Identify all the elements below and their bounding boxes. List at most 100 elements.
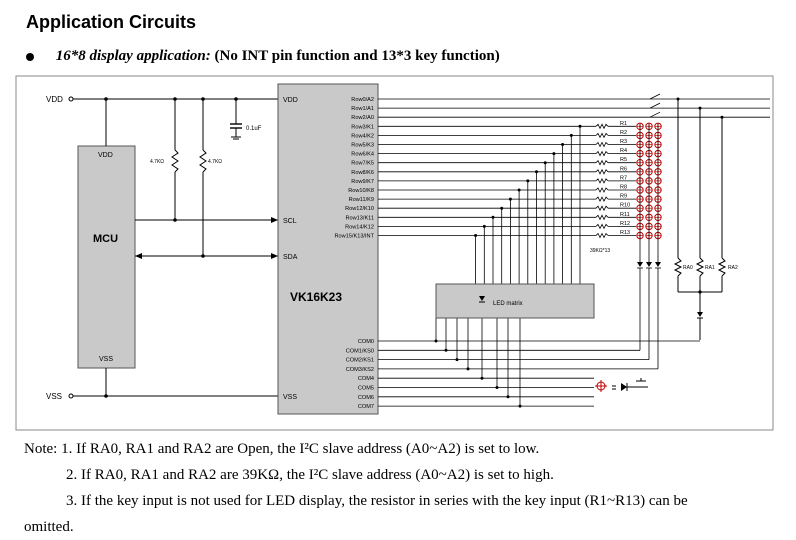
vdd-net-label: VDD xyxy=(46,95,63,104)
chip-vdd-pin: VDD xyxy=(283,97,298,104)
chip-sda-pin: SDA xyxy=(283,254,298,261)
note-3-continued: omitted. xyxy=(24,519,74,535)
com-pin-label: COM5 xyxy=(358,386,374,392)
subtitle-prefix: 16*8 display application: xyxy=(55,48,211,64)
junction-dot xyxy=(482,224,486,228)
junction-dot xyxy=(508,197,512,201)
key-resistor-label: R13 xyxy=(620,230,630,236)
row-pin-label: Row10/K8 xyxy=(348,188,374,194)
mcu-vss-pin: VSS xyxy=(99,356,113,363)
note-2: 2. If RA0, RA1 and RA2 are 39KΩ, the I²C… xyxy=(66,467,554,483)
key-resistor xyxy=(595,141,609,148)
bullet-icon xyxy=(26,52,34,61)
junction-dot xyxy=(474,234,478,237)
ks-diode-icon xyxy=(637,262,643,267)
key-resistor-label: R11 xyxy=(620,212,630,218)
junction-dot xyxy=(173,97,177,101)
junction-dot xyxy=(526,179,530,183)
key-resistor-label: R6 xyxy=(620,166,627,172)
vk16k23-chip xyxy=(277,83,379,415)
com-pin-label: COM7 xyxy=(358,404,374,410)
led-matrix-label: LED matrix xyxy=(493,301,523,307)
junction-dot xyxy=(518,404,522,408)
row-pin-label: Row0/A2 xyxy=(351,97,374,103)
junction-dot xyxy=(201,97,205,101)
junction-dot xyxy=(561,143,565,146)
com-pin-label: COM1/KS0 xyxy=(346,348,374,354)
com-pin-label: COM0 xyxy=(358,339,374,345)
pullup-resistor-sda xyxy=(199,149,207,173)
note-1: Note: 1. If RA0, RA1 and RA2 are Open, t… xyxy=(24,441,540,457)
row-pin-label: Row2/A0 xyxy=(351,115,374,121)
row-pin-label: Row9/K7 xyxy=(351,179,374,185)
junction-dot xyxy=(552,152,556,156)
mcu-vdd-pin: VDD xyxy=(98,152,113,159)
pullup-resistor-scl xyxy=(171,149,179,173)
junction-dot xyxy=(234,97,238,101)
sda-arrow-right-icon xyxy=(271,253,278,259)
junction-dot xyxy=(480,376,484,380)
chip-vss-pin: VSS xyxy=(283,394,297,401)
key-resistor-label: R8 xyxy=(620,185,627,191)
key-resistor-label: R1 xyxy=(620,121,627,127)
row-pin-label: Row3/K1 xyxy=(351,124,374,130)
junction-dot xyxy=(569,133,573,137)
row-pin-label: Row13/K11 xyxy=(345,215,374,221)
key-resistor xyxy=(595,205,609,212)
junction-dot xyxy=(491,215,495,219)
row-pin-label: Row12/K10 xyxy=(345,206,374,212)
key-resistor-label: R7 xyxy=(620,175,627,181)
key-resistor xyxy=(595,232,609,239)
chip-row-pins: Row0/A2Row1/A1Row2/A0Row3/K1Row4/K2Row5/… xyxy=(335,93,770,240)
resistor-array-label: 39KΩ*13 xyxy=(590,248,610,254)
row-pin-label: Row7/K5 xyxy=(351,161,374,167)
row-pin-label: Row8/K6 xyxy=(351,170,374,176)
chip-name: VK16K23 xyxy=(290,290,342,304)
junction-dot xyxy=(104,394,108,398)
pullup-label-1: 4.7KΩ xyxy=(150,159,164,165)
row-pin-label: Row11/K9 xyxy=(349,197,374,203)
row-pin-label: Row1/A1 xyxy=(351,106,374,112)
junction-dot xyxy=(578,124,582,128)
vss-terminal xyxy=(68,393,74,399)
note-3: 3. If the key input is not used for LED … xyxy=(66,493,688,509)
junction-dot xyxy=(506,395,510,399)
com-pin-label: COM4 xyxy=(358,376,374,382)
row-pin-label: Row4/K2 xyxy=(351,133,374,139)
com-pin-label: COM6 xyxy=(358,395,374,401)
key-resistor-label: R10 xyxy=(620,203,630,209)
legend-diode-icon xyxy=(621,383,627,391)
key-resistor xyxy=(595,214,609,221)
junction-dot xyxy=(543,161,547,165)
key-resistor xyxy=(595,132,609,139)
key-resistor xyxy=(595,223,609,230)
pullup-label-2: 4.7KΩ xyxy=(208,159,222,165)
com-pin-label: COM3/KS2 xyxy=(346,367,374,373)
junction-dot xyxy=(455,358,459,362)
junction-dot xyxy=(173,218,177,222)
junction-dot xyxy=(517,188,521,192)
cap-label: 0.1uF xyxy=(246,126,262,132)
led-matrix-block xyxy=(435,283,595,319)
key-resistor-label: R4 xyxy=(620,148,627,154)
key-resistor-label: R3 xyxy=(620,139,627,145)
chip-com-pins: COM0COM1/KS0COM2/KS1COM3/KS2COM4COM5COM6… xyxy=(346,318,700,410)
vdd-terminal xyxy=(68,96,74,102)
vss-net-label: VSS xyxy=(46,392,62,401)
address-resistors: RA0 RA1 RA2 xyxy=(673,99,738,340)
junction-dot xyxy=(444,348,448,352)
key-resistor xyxy=(595,150,609,157)
mcu-block xyxy=(77,145,136,369)
switch-icon xyxy=(649,93,661,100)
chip-scl-pin: SCL xyxy=(283,218,297,225)
key-resistor xyxy=(595,123,609,130)
switch-icon xyxy=(649,102,661,109)
junction-dot xyxy=(104,97,108,101)
subtitle-detail: (No INT pin function and 13*3 key functi… xyxy=(214,48,500,64)
junction-dot xyxy=(495,386,499,389)
ra0-resistor xyxy=(673,257,683,277)
ks-diode-icon xyxy=(646,262,652,267)
row-pin-label: Row15/K13/INT xyxy=(335,234,375,240)
junction-dot xyxy=(434,339,438,343)
